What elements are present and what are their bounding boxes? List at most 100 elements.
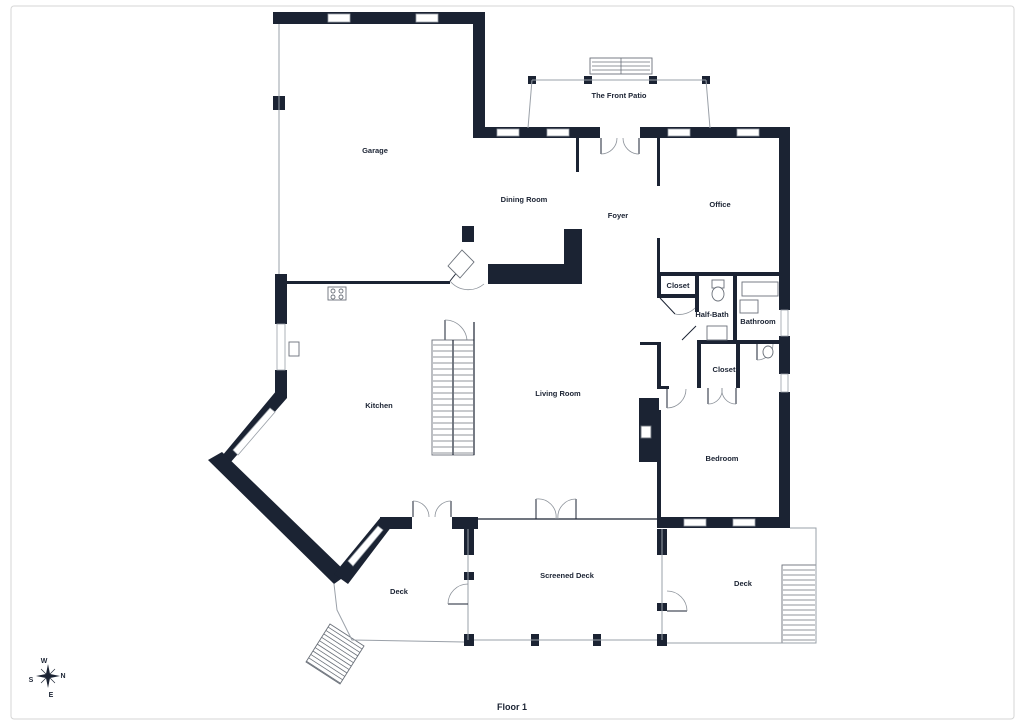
office-partition-mid bbox=[657, 238, 660, 274]
floor-label: Floor 1 bbox=[497, 702, 527, 712]
kitchen-left-upper-wall bbox=[275, 274, 287, 324]
kitchen-southwest-wall bbox=[208, 452, 348, 584]
interior-stair-steps bbox=[433, 344, 473, 454]
windows bbox=[232, 13, 789, 567]
room-label-front-patio: The Front Patio bbox=[592, 91, 647, 100]
office-bottom-wall bbox=[657, 272, 780, 276]
room-label-office: Office bbox=[709, 200, 730, 209]
room-labels: Garage The Front Patio Dining Room Foyer… bbox=[362, 91, 776, 596]
half-bath-sink-icon bbox=[706, 325, 728, 341]
garage-window-1 bbox=[327, 13, 351, 23]
compass-needle-east-icon bbox=[46, 676, 50, 688]
half-bath-door bbox=[659, 297, 676, 315]
office-window-1 bbox=[667, 128, 691, 137]
room-label-kitchen: Kitchen bbox=[365, 401, 393, 410]
stair-tread bbox=[310, 654, 346, 677]
stair-tread bbox=[306, 660, 341, 684]
room-label-living-room: Living Room bbox=[535, 389, 581, 398]
dining-window bbox=[496, 128, 520, 137]
screened-deck-left-post bbox=[464, 572, 474, 580]
front-patio bbox=[527, 57, 711, 129]
page-frame bbox=[10, 5, 1015, 720]
room-label-bathroom: Bathroom bbox=[740, 317, 776, 326]
stair-tread bbox=[308, 657, 343, 681]
right-deck-staircase bbox=[781, 564, 817, 644]
bathroom-sink-icon bbox=[739, 299, 759, 314]
walls bbox=[208, 12, 790, 646]
fireplace-opening bbox=[640, 425, 652, 439]
compass-west-label: W bbox=[41, 658, 48, 665]
compass-needle-north-icon bbox=[48, 674, 60, 678]
bedroom-window-right bbox=[780, 373, 789, 393]
kitchen-sink-icon bbox=[288, 341, 300, 357]
garage-right-lower-wall bbox=[462, 226, 474, 242]
stair-tread bbox=[327, 626, 363, 650]
house-right-lower-wall bbox=[779, 392, 790, 528]
rear-wall-mid bbox=[452, 517, 478, 529]
kitchen-window-diagonal bbox=[232, 407, 276, 456]
screened-deck-left-wall-upper bbox=[464, 529, 474, 555]
foyer-partition bbox=[576, 138, 579, 172]
left-deck-stair-steps bbox=[306, 626, 363, 684]
room-label-bedroom: Bedroom bbox=[706, 454, 739, 463]
bathtub-icon bbox=[741, 281, 779, 297]
room-label-screened-deck: Screened Deck bbox=[540, 571, 595, 580]
room-label-deck-right: Deck bbox=[734, 579, 753, 588]
garage-bottom-wall bbox=[287, 281, 450, 284]
patio-left-edge bbox=[527, 79, 533, 129]
house-right-mid-wall bbox=[779, 336, 790, 374]
stair-tread bbox=[321, 636, 356, 660]
left-deck-stairs bbox=[305, 623, 365, 685]
bathroom-bottom-wall bbox=[737, 340, 781, 344]
stove-icon bbox=[327, 286, 347, 301]
rear-wall-left bbox=[380, 517, 412, 529]
stair-tread bbox=[314, 647, 350, 670]
closet-lower-left-wall bbox=[697, 340, 701, 388]
half-bath-left-wall bbox=[695, 272, 699, 312]
left-deck-staircase bbox=[305, 623, 365, 685]
bedroom-left-lower-wall bbox=[657, 410, 661, 528]
garage-entry-landing bbox=[447, 249, 475, 279]
compass-east-label: E bbox=[49, 692, 54, 699]
bedroom-window-1 bbox=[683, 518, 707, 527]
compass-north-label: N bbox=[60, 673, 65, 680]
closet-left-wall bbox=[657, 272, 661, 298]
fixtures bbox=[288, 279, 779, 359]
room-label-half-bath: Half-Bath bbox=[695, 310, 729, 319]
closet-lower-top-wall bbox=[697, 340, 739, 344]
kitchen-window-left bbox=[276, 323, 286, 371]
room-label-deck-left: Deck bbox=[390, 587, 409, 596]
bedroom-window-2 bbox=[732, 518, 756, 527]
deck-outlines bbox=[333, 527, 817, 644]
compass-rose: W N S E bbox=[29, 658, 66, 699]
compass-south-label: S bbox=[29, 677, 34, 684]
bedroom-left-upper-wall bbox=[657, 342, 661, 388]
room-label-dining-room: Dining Room bbox=[501, 195, 548, 204]
bedroom-bottom-wall bbox=[657, 517, 790, 528]
bathroom-toilet-icon bbox=[762, 345, 774, 359]
room-label-foyer: Foyer bbox=[608, 211, 629, 220]
stair-tread bbox=[317, 643, 352, 667]
room-label-garage: Garage bbox=[362, 146, 388, 155]
deck-right-outline bbox=[667, 527, 817, 644]
deck-left-outline bbox=[333, 583, 465, 643]
closet-upper-door bbox=[681, 325, 697, 341]
room-label-closet-upper: Closet bbox=[667, 281, 690, 290]
living-partition-top bbox=[640, 342, 661, 345]
right-deck-stair-steps bbox=[783, 569, 815, 641]
dining-counter-wall bbox=[488, 264, 582, 284]
screened-deck-corner-sw bbox=[464, 634, 474, 646]
bath-divider-wall bbox=[733, 272, 737, 342]
garage-window-2 bbox=[415, 13, 439, 23]
patio-right-edge bbox=[705, 79, 711, 129]
garage-right-wall bbox=[473, 12, 485, 138]
doors bbox=[412, 127, 774, 612]
stair-tread bbox=[325, 630, 361, 653]
deck-window-diagonal bbox=[347, 525, 384, 567]
room-label-closet-lower: Closet bbox=[713, 365, 736, 374]
closet-bottom-wall bbox=[657, 294, 697, 298]
office-partition-top bbox=[657, 138, 660, 186]
toilet-icon bbox=[711, 286, 725, 302]
closet-lower-right-wall bbox=[736, 340, 740, 388]
